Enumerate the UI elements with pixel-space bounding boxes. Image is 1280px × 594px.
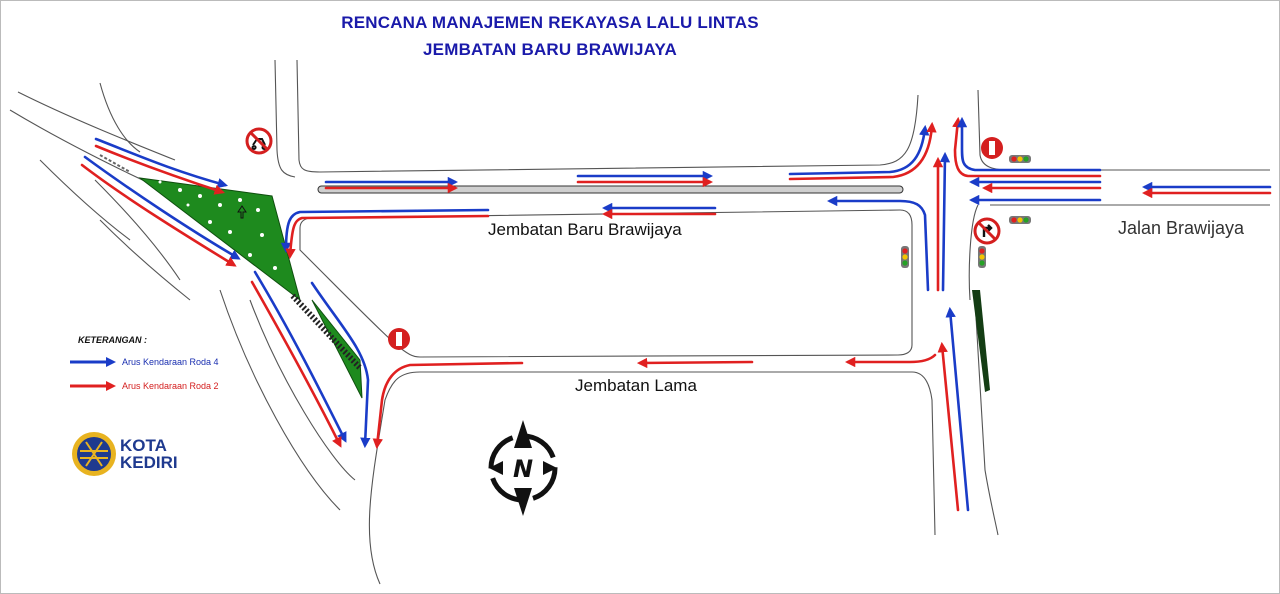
car-flow-arrow [280, 208, 490, 254]
green-strip-south [311, 299, 363, 399]
car-flow-arrow [826, 195, 930, 292]
car-flow-arrow [939, 151, 951, 292]
no-entry-sign-icon [388, 328, 410, 350]
car-flow-arrow [83, 155, 241, 260]
car-flow-arrow [310, 281, 371, 449]
bike-flow-arrow [844, 353, 937, 368]
bike-flow-arrow [94, 144, 225, 195]
car-flow-arrow [788, 124, 930, 176]
island-tree-icon [237, 205, 247, 219]
traffic-light-icon [901, 246, 909, 268]
traffic-light-icon [978, 246, 986, 268]
road-label-new-bridge: Jembatan Baru Brawijaya [488, 220, 682, 239]
car-flow-arrow [956, 116, 1102, 172]
logo-line2: KEDIRI [120, 453, 178, 472]
bike-flow-arrow [80, 163, 237, 267]
flow-arrows [80, 116, 1272, 512]
car-flow-arrow [253, 270, 347, 443]
green-strip-east [972, 290, 990, 392]
north-compass-icon: N [488, 420, 558, 516]
city-emblem-icon [72, 432, 116, 476]
legend-item-motorcycle: Arus Kendaraan Roda 2 [70, 381, 219, 391]
no-motorcycle-sign-icon [245, 127, 273, 155]
road-outlines [9, 59, 1270, 585]
car-flow-arrow [94, 137, 229, 189]
bike-flow-arrow [250, 280, 342, 448]
no-right-turn-sign-icon [973, 217, 1001, 245]
hatched-kerb [289, 292, 363, 371]
car-flow-arrow [945, 306, 970, 512]
legend-item-car: Arus Kendaraan Roda 4 [70, 357, 219, 367]
island-plants [158, 180, 277, 270]
bike-flow-arrow [285, 214, 490, 260]
bike-flow-arrow [952, 116, 1102, 178]
bike-flow-arrow [788, 121, 937, 181]
road-label-east-road: Jalan Brawijaya [1118, 218, 1245, 238]
bike-flow-arrow [937, 341, 960, 512]
bike-flow-arrow [636, 357, 754, 369]
traffic-light-icon [1009, 216, 1031, 224]
logo-line1: KOTA [120, 436, 167, 455]
legend-title: KETERANGAN : [78, 335, 147, 345]
traffic-light-icon [1009, 155, 1031, 163]
logo-text: KOTA KEDIRI [120, 437, 178, 471]
road-label-old-bridge: Jembatan Lama [575, 376, 697, 395]
city-logo: KOTA KEDIRI [118, 437, 178, 471]
compass-letter: N [513, 455, 533, 483]
map-title-line1: RENCANA MANAJEMEN REKAYASA LALU LINTAS [341, 13, 759, 32]
bike-flow-arrow [372, 361, 524, 450]
blue-arrow-icon [70, 357, 116, 367]
legend-label-motorcycle: Arus Kendaraan Roda 2 [122, 381, 219, 391]
map-title-line2: JEMBATAN BARU BRAWIJAYA [423, 40, 677, 59]
red-arrow-icon [70, 381, 116, 391]
bridge-median [317, 185, 904, 194]
green-island [138, 177, 301, 302]
legend-label-car: Arus Kendaraan Roda 4 [122, 357, 219, 367]
no-entry-sign-icon [981, 137, 1003, 159]
